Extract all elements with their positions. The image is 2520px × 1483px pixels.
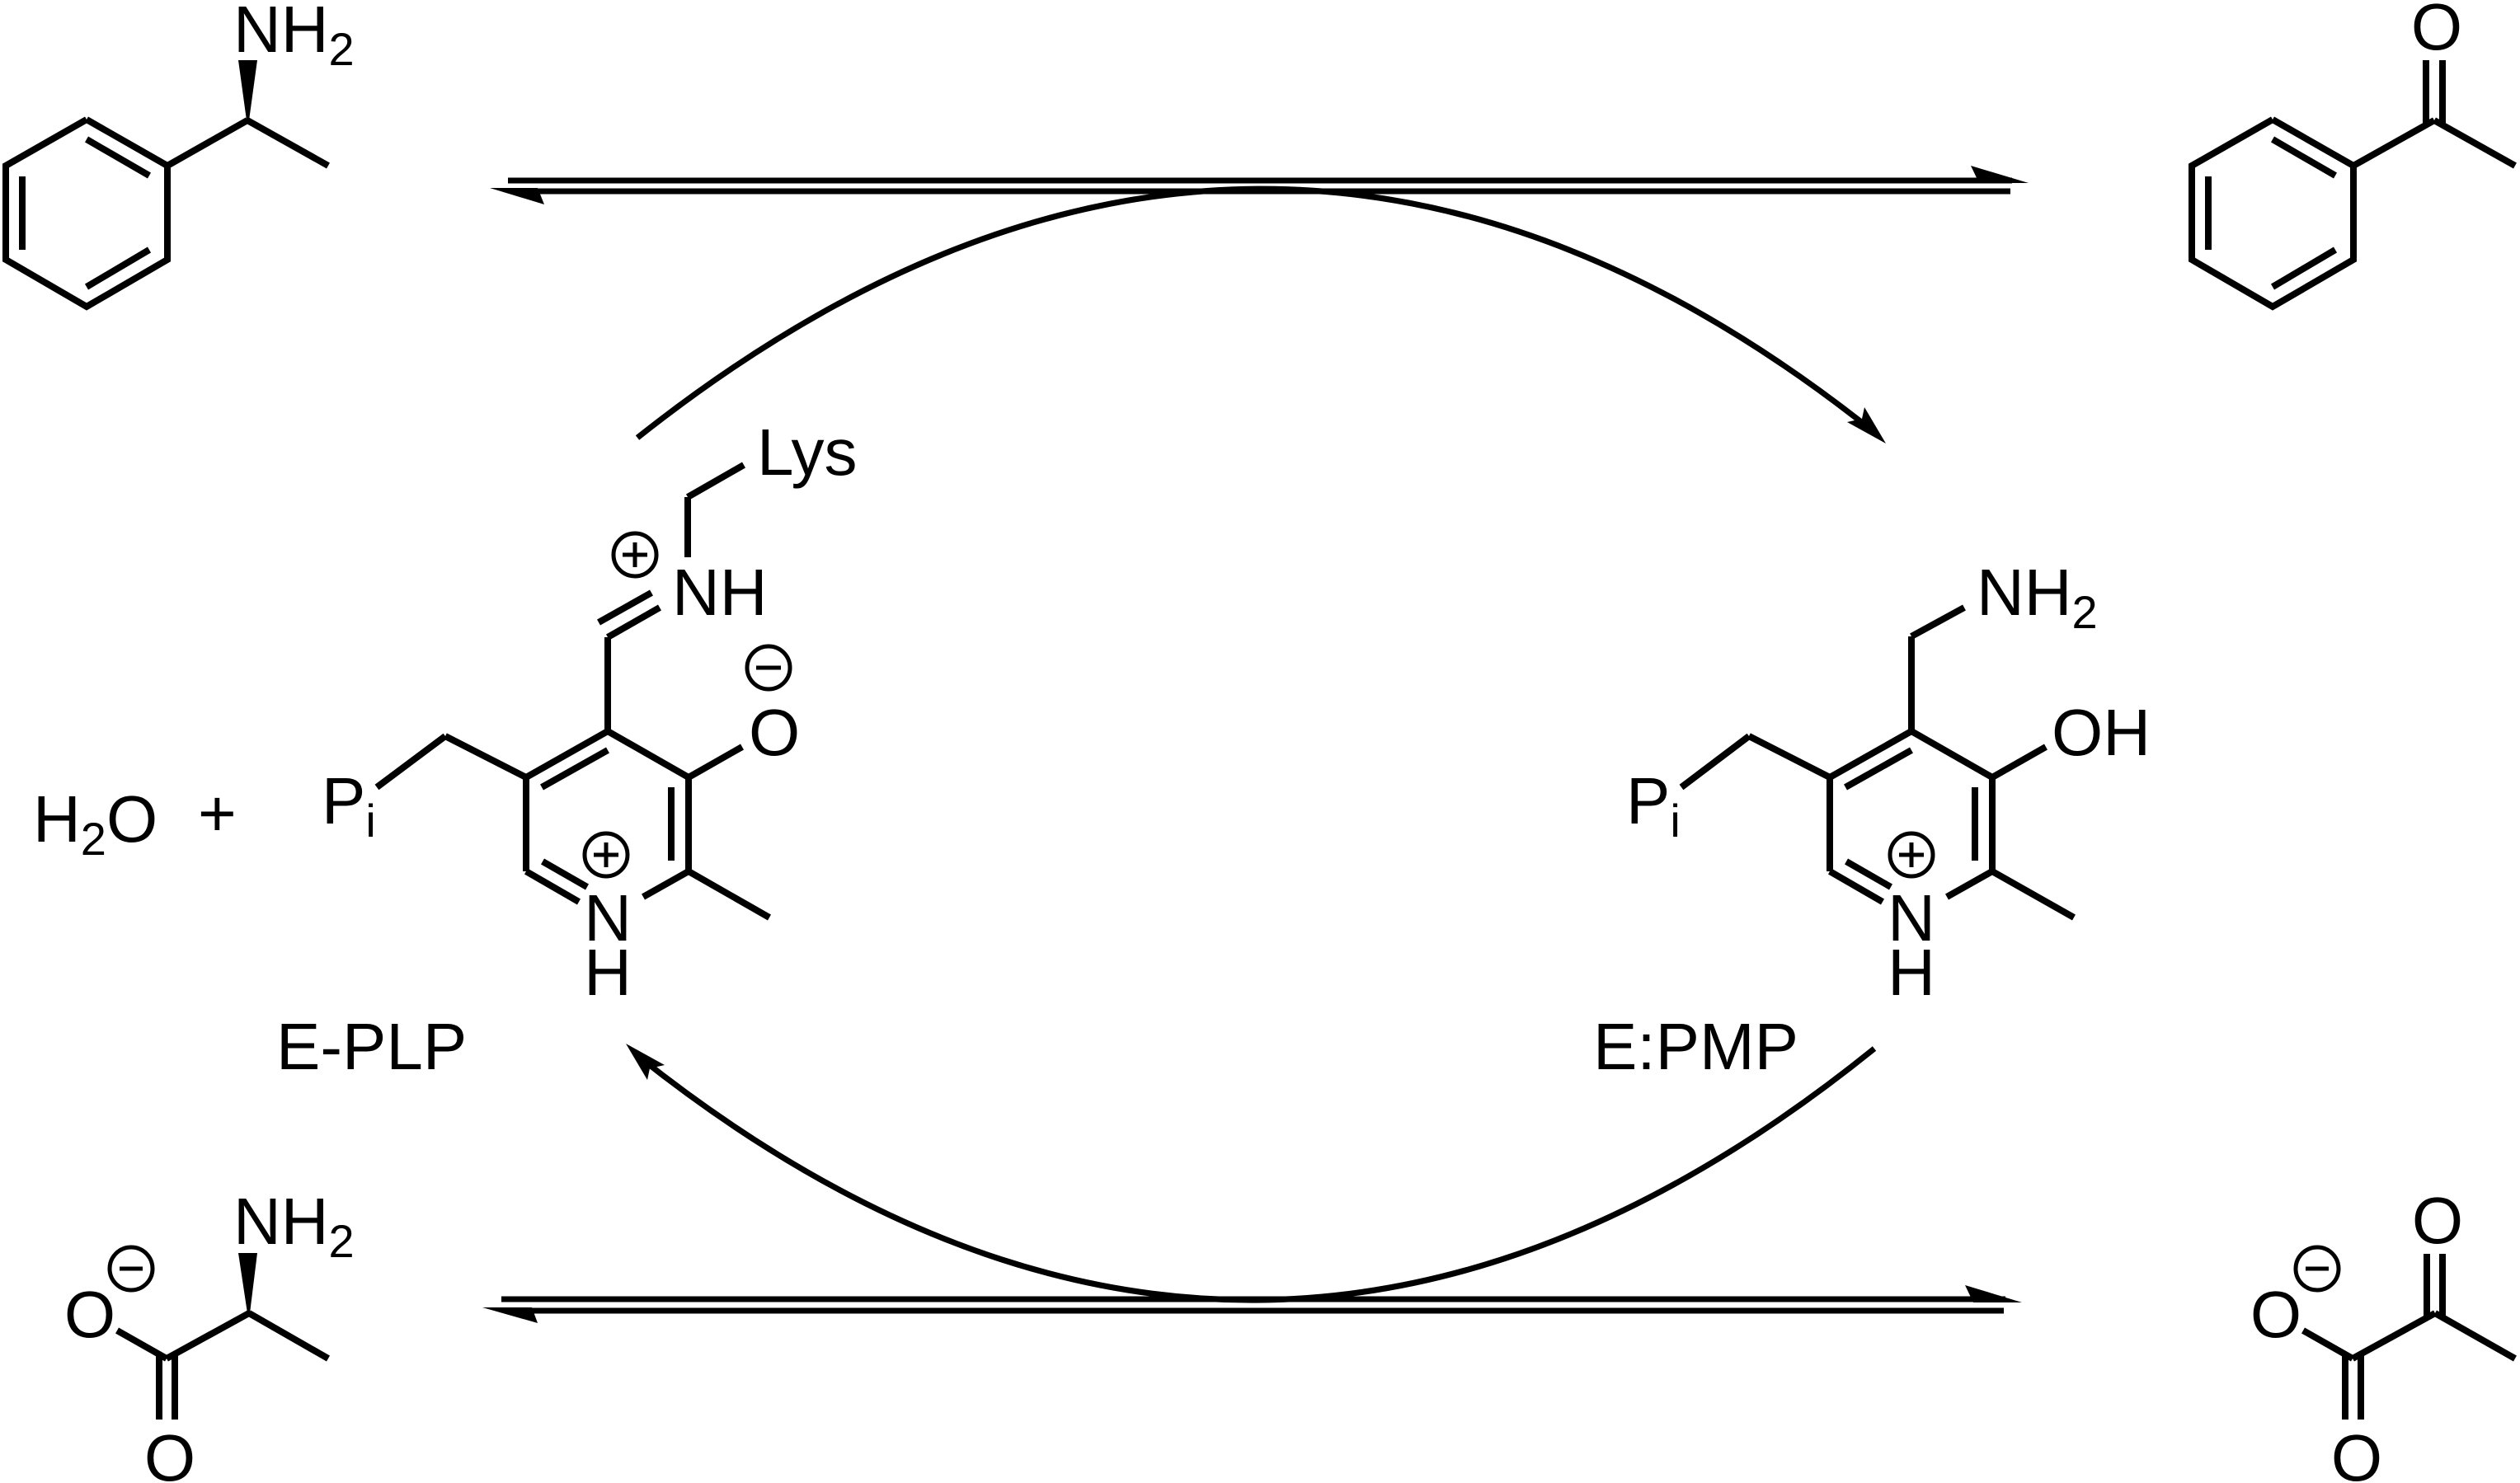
upper-arc-arrowhead [1847,407,1886,443]
upper-curved-arrow [635,185,1886,443]
carbonyl-oxygen-label: O [2411,0,2462,63]
phenylethylamine-molecule: NH2 [2,0,355,311]
phosphate-label: Pi [322,764,376,847]
lysine-label: Lys [757,415,858,489]
left-half-arrowhead [482,1307,538,1323]
right-half-arrowhead [1971,166,2029,183]
carboxylate-o-minus-label: O [64,1278,115,1351]
ring-positive-charge [1888,831,1935,879]
ring-hydrogen-label: H [1888,936,1935,1009]
top-equilibrium-arrows [490,166,2029,204]
amine-label: NH2 [1977,556,2098,638]
amine-label: NH2 [233,0,355,75]
iminium-nh-label: NH [672,556,768,629]
ring-hydrogen-label: H [584,936,632,1009]
phosphate-label: Pi [1626,764,1681,847]
e-pmp-molecule: Pi OH N H NH2 [1626,556,2151,1009]
iminium-positive-charge [611,531,659,579]
phenolate-oxygen-label: O [749,696,800,769]
acetophenone-molecule: O [2189,0,2517,311]
e-plp-molecule: Pi O N H NH [322,415,858,1009]
bottom-equilibrium-arrows [482,1285,2022,1323]
amine-label: NH2 [233,1185,355,1267]
left-half-arrowhead [490,188,544,204]
phenolate-negative-charge [745,644,792,692]
stereo-wedge-bond [238,60,257,120]
alanine-molecule: NH2 O O [64,1185,355,1483]
benzene-ring [2,116,171,311]
benzene-ring [2189,116,2357,311]
keto-oxygen-label: O [2412,1184,2463,1257]
water-label: H2O [33,782,158,865]
lower-arc-arrowhead [626,1044,665,1080]
e-pmp-label: E:PMP [1593,1010,1798,1083]
carboxylate-o-label: O [144,1421,195,1483]
ring-nitrogen-label: N [1888,881,1935,955]
e-plp-label: E-PLP [276,1010,467,1083]
ring-nitrogen-label: N [584,881,632,955]
plus-sign: + [198,777,237,850]
carboxylate-o-minus-label: O [2250,1278,2301,1351]
hydroxyl-label: OH [2052,696,2151,769]
ring-positive-charge [582,831,630,879]
water: H2O [33,782,158,865]
carboxylate-o-label: O [2331,1421,2382,1483]
carboxylate-negative-charge [107,1245,155,1293]
carboxylate-negative-charge [2293,1245,2341,1293]
stereo-wedge-bond [238,1253,257,1313]
pyruvate-molecule: O O O [2250,1184,2517,1483]
right-half-arrowhead [1965,1285,2022,1302]
